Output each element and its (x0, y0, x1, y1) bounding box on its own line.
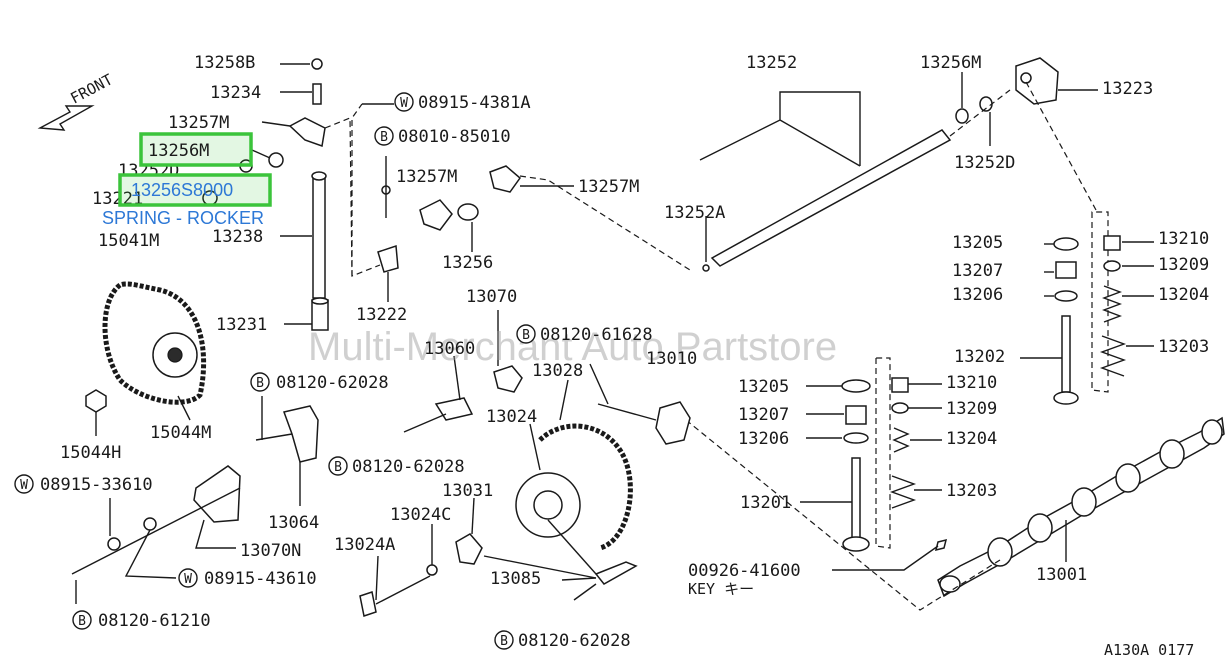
label-13024A[interactable]: 13024A (334, 535, 395, 555)
label-13256[interactable]: 13256 (442, 253, 493, 273)
label-13203-a[interactable]: 13203 (1158, 337, 1209, 357)
label-13258B[interactable]: 13258B (194, 53, 255, 73)
label-13210-b[interactable]: 13210 (946, 373, 997, 393)
selected-part-number[interactable]: 13256S8000 (131, 180, 233, 200)
upper-right-parts (949, 57, 1098, 146)
label-13205-b[interactable]: 13205 (738, 377, 789, 397)
valve-set-upper (1020, 211, 1154, 405)
label-13231[interactable]: 13231 (216, 315, 267, 335)
bolt-marker-1: B (380, 130, 388, 145)
label-13024C[interactable]: 13024C (390, 505, 451, 525)
front-label: FRONT (67, 70, 115, 107)
label-13010[interactable]: 13010 (646, 349, 697, 369)
label-13209-a[interactable]: 13209 (1158, 255, 1209, 275)
label-w08915-43610[interactable]: 08915-43610 (204, 569, 317, 589)
label-13070[interactable]: 13070 (466, 287, 517, 307)
label-13206-a[interactable]: 13206 (952, 285, 1003, 305)
label-13204-b[interactable]: 13204 (946, 429, 997, 449)
label-13028[interactable]: 13028 (532, 361, 583, 381)
label-key-part[interactable]: 00926-41600 (688, 561, 801, 581)
label-b08120-62028-c[interactable]: 08120-62028 (518, 631, 631, 651)
label-13201[interactable]: 13201 (740, 493, 791, 513)
label-13064[interactable]: 13064 (268, 513, 319, 533)
highlight-box-selected-part[interactable] (118, 173, 272, 207)
rocker-column-parts (202, 58, 329, 331)
bracket-left (71, 396, 319, 604)
label-13223[interactable]: 13223 (1102, 79, 1153, 99)
label-13024[interactable]: 13024 (486, 407, 537, 427)
guide-lines-right (1025, 81, 1097, 211)
timing-gear-center (359, 310, 691, 617)
label-13209-b[interactable]: 13209 (946, 399, 997, 419)
selection-highlight[interactable]: 13256M 13256S8000 SPRING - ROCKER (102, 132, 272, 228)
watermark: Multi-Merchant Auto Partstore (308, 325, 837, 369)
washer-marker-1: W (400, 96, 408, 111)
label-13256M-a[interactable]: 13256M (148, 141, 209, 161)
washer-marker-3: W (184, 572, 192, 587)
left-leaders (251, 63, 381, 325)
label-15041M[interactable]: 15041M (98, 231, 159, 251)
label-13207-b[interactable]: 13207 (738, 405, 789, 425)
label-15044H[interactable]: 15044H (60, 443, 121, 463)
valve-set-lower (800, 357, 942, 552)
label-13203-b[interactable]: 13203 (946, 481, 997, 501)
label-b08010-85010[interactable]: 08010-85010 (398, 127, 511, 147)
label-13257M-c[interactable]: 13257M (578, 177, 639, 197)
camshaft (685, 416, 1225, 611)
label-13222[interactable]: 13222 (356, 305, 407, 325)
label-13085[interactable]: 13085 (490, 569, 541, 589)
label-13204-a[interactable]: 13204 (1158, 285, 1209, 305)
label-13031[interactable]: 13031 (442, 481, 493, 501)
label-b08120-62028-a[interactable]: 08120-62028 (276, 373, 389, 393)
bolt-marker-3: B (256, 376, 264, 391)
label-13060[interactable]: 13060 (424, 339, 475, 359)
bolt-marker-5: B (78, 614, 86, 629)
bolt-marker-4: B (334, 460, 342, 475)
label-13252A[interactable]: 13252A (664, 203, 725, 223)
label-b08120-61628[interactable]: 08120-61628 (540, 325, 653, 345)
label-13202[interactable]: 13202 (954, 347, 1005, 367)
label-13070N[interactable]: 13070N (240, 541, 301, 561)
highlight-box-13256M[interactable] (139, 132, 253, 167)
label-13001[interactable]: 13001 (1036, 565, 1087, 585)
label-15044M[interactable]: 15044M (150, 423, 211, 443)
bolt-marker-2: B (522, 328, 530, 343)
rocker-parts-center (351, 103, 691, 302)
front-arrow-icon (37, 105, 95, 131)
label-13238[interactable]: 13238 (212, 227, 263, 247)
label-13257M-a[interactable]: 13257M (168, 113, 229, 133)
timing-chain-left (85, 281, 207, 436)
label-w08915-4381A[interactable]: 08915-4381A (418, 93, 531, 113)
label-13257M-b[interactable]: 13257M (396, 167, 457, 187)
label-13206-b[interactable]: 13206 (738, 429, 789, 449)
drawing-code: A130A 0177 (1104, 641, 1194, 659)
label-13205-a[interactable]: 13205 (952, 233, 1003, 253)
selected-part-name: SPRING - ROCKER (102, 208, 264, 228)
label-13210-a[interactable]: 13210 (1158, 229, 1209, 249)
washer-marker-2: W (20, 478, 28, 493)
label-w08915-33610[interactable]: 08915-33610 (40, 475, 153, 495)
label-13256M-b[interactable]: 13256M (920, 53, 981, 73)
rocker-shaft (699, 91, 952, 272)
label-key-name: KEY キー (688, 580, 754, 598)
label-13207-a[interactable]: 13207 (952, 261, 1003, 281)
label-13252[interactable]: 13252 (746, 53, 797, 73)
label-b08120-62028-b[interactable]: 08120-62028 (352, 457, 465, 477)
label-13252D-b[interactable]: 13252D (954, 153, 1015, 173)
label-13234[interactable]: 13234 (210, 83, 261, 103)
part-labels: 13258B 13234 13257M 13252D 13221 15041M … (14, 53, 1209, 659)
label-b08120-61210[interactable]: 08120-61210 (98, 611, 211, 631)
bolt-marker-6: B (500, 634, 508, 649)
